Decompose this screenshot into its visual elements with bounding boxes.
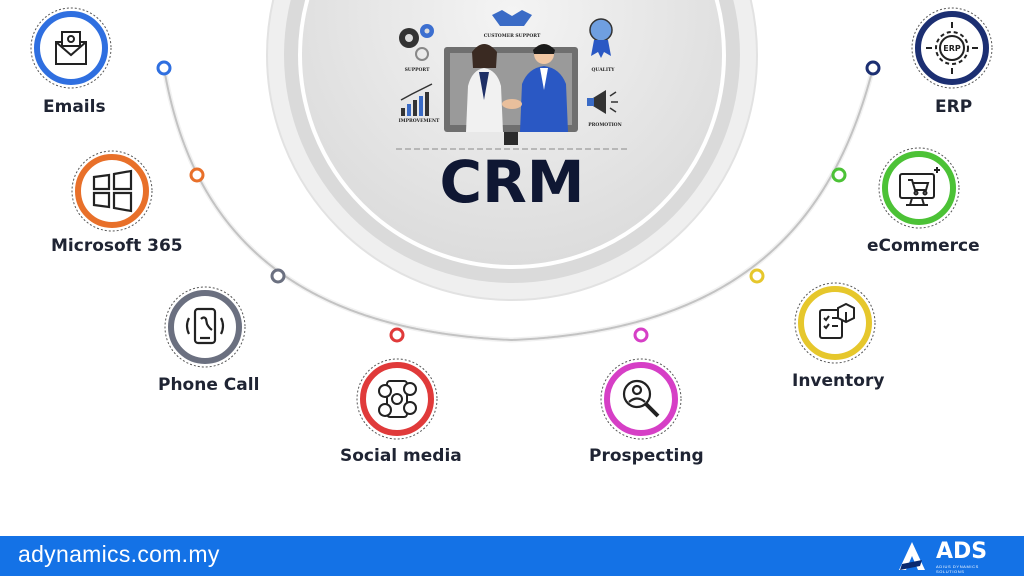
quality-ribbon-icon [589,18,613,58]
arc-dot-emails [156,60,172,76]
ads-logo-text: ADS [936,539,988,564]
label-erp: ERP [935,97,973,117]
ads-logo: ADS ADIUS DYNAMICS SOLUTIONS [896,539,1006,574]
crm-title: CRM [440,148,585,216]
node-emails[interactable] [30,7,112,89]
windows-icon [92,169,133,213]
label-emails: Emails [43,97,106,117]
node-prospecting[interactable] [600,358,682,440]
node-social-media[interactable] [356,358,438,440]
businessman-figure [520,44,568,132]
arc-dots [156,60,881,343]
support-gears-icon [399,24,434,61]
connector-arc [163,67,874,342]
promotion-megaphone-icon [587,90,618,114]
ads-logo-subtext: ADIUS DYNAMICS SOLUTIONS [936,564,979,574]
businesswoman-figure [466,44,503,132]
label-inventory: Inventory [792,371,885,391]
arc-dot-prospecting [633,327,649,343]
arc-dot-ecommerce [831,167,847,183]
ecommerce-icon [899,167,940,206]
improvement-tag: IMPROVEMENT [399,118,440,124]
email-icon [55,31,87,65]
quality-tag: QUALITY [591,67,615,73]
inventory-icon [819,302,855,339]
ads-logo-mark-icon [899,542,925,570]
label-microsoft-365: Microsoft 365 [51,236,183,256]
label-prospecting: Prospecting [589,446,704,466]
improvement-chart-icon [400,83,433,116]
node-erp[interactable]: ERP [911,7,993,89]
label-social-media: Social media [340,446,462,466]
arc-dot-social-media [389,327,405,343]
node-ecommerce[interactable] [878,147,960,229]
social-media-icon [378,380,417,418]
support-tag: SUPPORT [405,67,431,73]
crm-hub: CUSTOMER SUPPORT SUPPORT QUALITY IMPROVE… [266,0,758,301]
arc-dot-microsoft-365 [189,167,205,183]
arc-dot-erp [865,60,881,76]
arc-dot-phone-call [270,268,286,284]
customer-support-handshake-icon [492,10,532,26]
label-ecommerce: eCommerce [867,236,980,256]
promotion-tag: PROMOTION [588,122,621,128]
erp-icon-text: ERP [943,44,961,53]
node-microsoft-365[interactable] [71,150,153,232]
monitor-illustration [396,44,628,150]
label-phone-call: Phone Call [158,375,260,395]
website-url[interactable]: adynamics.com.my [18,541,220,567]
footer-bar: adynamics.com.my ADS ADIUS DYNAMICS SOLU… [0,536,1024,576]
phone-icon [185,307,225,345]
customer-support-tag: CUSTOMER SUPPORT [484,33,541,39]
arc-dot-inventory [749,268,765,284]
node-phone-call[interactable] [164,286,246,368]
erp-gear-icon [926,22,978,74]
handshake-icon [502,99,522,109]
node-inventory[interactable] [794,282,876,364]
search-person-icon [622,379,660,418]
